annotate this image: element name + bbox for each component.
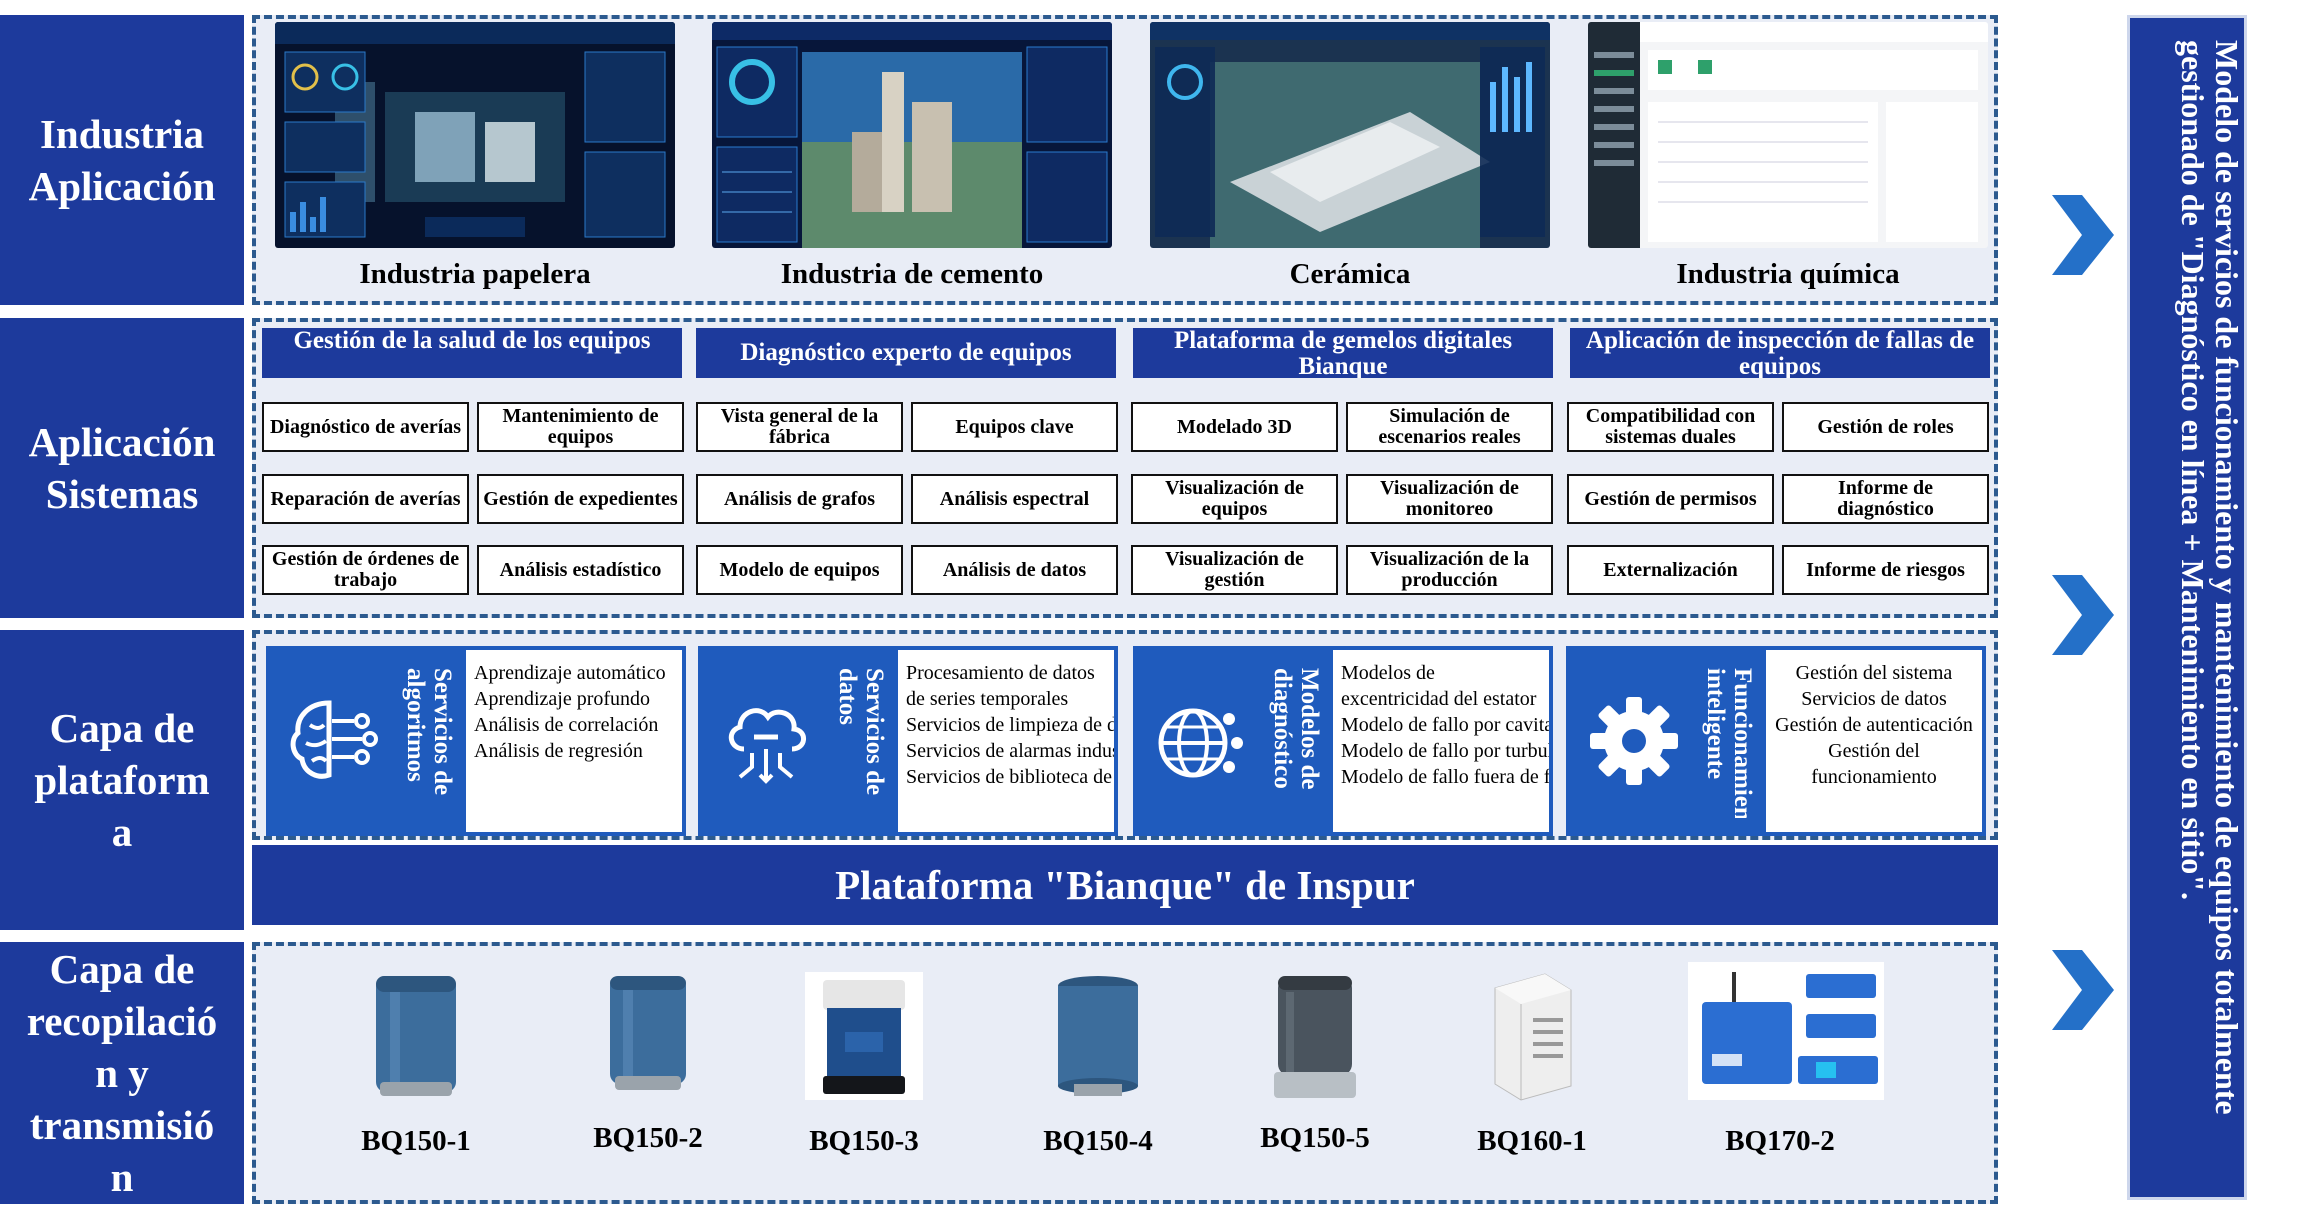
device-label: BQ150-1 xyxy=(361,1125,471,1157)
service-title: Modelos de diagnóstico xyxy=(1269,668,1323,790)
device-bq160-1-image xyxy=(1494,973,1572,1101)
app-cell: Análisis de datos xyxy=(911,545,1118,595)
app-cell: Gestión de expedientes xyxy=(477,474,684,524)
app-cell: Equipos clave xyxy=(911,402,1118,452)
service-list: Aprendizaje automático Aprendizaje profu… xyxy=(462,646,686,836)
app-header-digital-twin: Plataforma de gemelos digitales Bianque xyxy=(1133,328,1553,378)
industry-label-chemical: Industria química xyxy=(1676,258,1900,290)
layer-label-collection: Capa de recopilació n y transmisió n xyxy=(0,942,244,1204)
industry-label-ceramics: Cerámica xyxy=(1289,258,1411,290)
cement-industry-screenshot xyxy=(712,22,1112,248)
app-cell: Gestión de órdenes de trabajo xyxy=(262,545,469,595)
service-list: Procesamiento de datos de series tempora… xyxy=(894,646,1118,836)
service-item: Servicios de limpieza de datos xyxy=(906,714,1118,736)
app-cell: Análisis de grafos xyxy=(696,474,903,524)
app-cell: Gestión de roles xyxy=(1782,402,1989,452)
app-header-health: Gestión de la salud de los equipos xyxy=(262,328,682,378)
service-algorithms: Servicios de algoritmos Aprendizaje auto… xyxy=(266,646,686,836)
device-bq150-1-image xyxy=(376,976,456,1096)
layer-label-system: Aplicación Sistemas xyxy=(0,318,244,618)
device-label: BQ150-3 xyxy=(809,1125,919,1157)
service-item: Modelos de excentricidad del estator xyxy=(1341,662,1537,710)
industry-label-paper: Industria papelera xyxy=(359,258,591,290)
globe-network-icon xyxy=(1158,708,1243,778)
service-item: Modelo de fallo por cavitación xyxy=(1341,714,1553,736)
service-item: Servicios de biblioteca de expertos xyxy=(906,766,1114,788)
device-bq150-5-image xyxy=(1274,976,1356,1098)
service-item: Servicios de datos xyxy=(1801,688,1947,710)
service-list: Modelos de excentricidad del estator Mod… xyxy=(1329,646,1553,836)
service-smart-operation: Funcionamiento inteligente Gestión del s… xyxy=(1566,646,1986,836)
app-cell: Modelo de equipos xyxy=(696,545,903,595)
device-label: BQ150-4 xyxy=(1043,1125,1153,1157)
app-cell: Vista general de la fábrica xyxy=(696,402,903,452)
app-cell: Análisis espectral xyxy=(911,474,1118,524)
device-bq150-4-image xyxy=(1058,976,1138,1096)
service-data: Servicios de datos Procesamiento de dato… xyxy=(698,646,1118,836)
app-header-inspection: Aplicación de inspección de fallas de eq… xyxy=(1570,328,1990,378)
service-item: Procesamiento de datos de series tempora… xyxy=(906,662,1095,710)
service-title: Servicios de datos xyxy=(834,668,888,796)
device-label: BQ150-2 xyxy=(593,1122,703,1154)
service-title: Servicios de algoritmos xyxy=(402,668,456,796)
app-cell: Externalización xyxy=(1567,545,1774,595)
app-cell: Simulación de escenarios reales xyxy=(1346,402,1553,452)
service-item: Análisis de regresión xyxy=(474,740,643,762)
platform-bar: Plataforma "Bianque" de Inspur xyxy=(252,845,1998,925)
app-cell: Informe de riesgos xyxy=(1782,545,1989,595)
service-item: Gestión del funcionamiento xyxy=(1811,740,1937,788)
service-item: Gestión del sistema xyxy=(1795,662,1953,684)
service-list: Gestión del sistema Servicios de datos G… xyxy=(1762,646,1986,836)
app-cell: Reparación de averías xyxy=(262,474,469,524)
app-cell: Compatibilidad con sistemas duales xyxy=(1567,402,1774,452)
device-label: BQ150-5 xyxy=(1260,1122,1370,1154)
app-cell: Visualización de gestión xyxy=(1131,545,1338,595)
app-cell: Visualización de la producción xyxy=(1346,545,1553,595)
device-bq150-2-image xyxy=(610,976,686,1090)
chemical-industry-screenshot xyxy=(1588,22,1988,248)
app-header-expert: Diagnóstico experto de equipos xyxy=(696,328,1116,378)
layer-label-platform: Capa de plataform a xyxy=(0,630,244,930)
device-bq150-3-image xyxy=(805,972,923,1100)
service-diagnosis-models: Modelos de diagnóstico Modelos de excent… xyxy=(1133,646,1553,836)
device-label: BQ160-1 xyxy=(1477,1125,1587,1157)
service-item: Aprendizaje profundo xyxy=(474,688,651,710)
service-item: Modelo de fallo fuera de fase xyxy=(1341,766,1553,788)
app-cell: Visualización de equipos xyxy=(1131,474,1338,524)
app-cell: Análisis estadístico xyxy=(477,545,684,595)
service-item: Aprendizaje automático xyxy=(474,662,666,684)
ceramics-screenshot xyxy=(1150,22,1550,248)
paper-industry-screenshot xyxy=(275,22,675,248)
app-cell: Mantenimiento de equipos xyxy=(477,402,684,452)
service-item: Análisis de correlación xyxy=(474,714,659,736)
app-cell: Informe de diagnóstico xyxy=(1782,474,1989,524)
device-bq170-2-image xyxy=(1688,962,1884,1100)
service-item: Gestión de autenticación xyxy=(1775,714,1973,736)
brain-circuit-icon xyxy=(290,700,378,779)
service-item: Servicios de alarmas industriales xyxy=(906,740,1114,762)
arrow-right-icon xyxy=(2052,950,2114,1030)
service-title: Funcionamiento inteligente xyxy=(1702,668,1756,818)
service-item: Modelo de fallo por turbulencia xyxy=(1341,740,1553,762)
app-cell: Gestión de permisos xyxy=(1567,474,1774,524)
industry-label-cement: Industria de cemento xyxy=(780,258,1044,290)
cloud-data-icon xyxy=(728,708,806,784)
layer-label-industry: Industria Aplicación xyxy=(0,15,244,305)
service-model-panel xyxy=(2127,15,2247,1200)
gear-icon xyxy=(1590,697,1678,785)
app-cell: Modelado 3D xyxy=(1131,402,1338,452)
device-label: BQ170-2 xyxy=(1725,1125,1835,1157)
app-cell: Visualización de monitoreo xyxy=(1346,474,1553,524)
service-model-text: Modelo de servicios de funcionamiento y … xyxy=(2175,40,2244,1115)
arrow-right-icon xyxy=(2052,575,2114,655)
arrow-right-icon xyxy=(2052,195,2114,275)
app-cell: Diagnóstico de averías xyxy=(262,402,469,452)
